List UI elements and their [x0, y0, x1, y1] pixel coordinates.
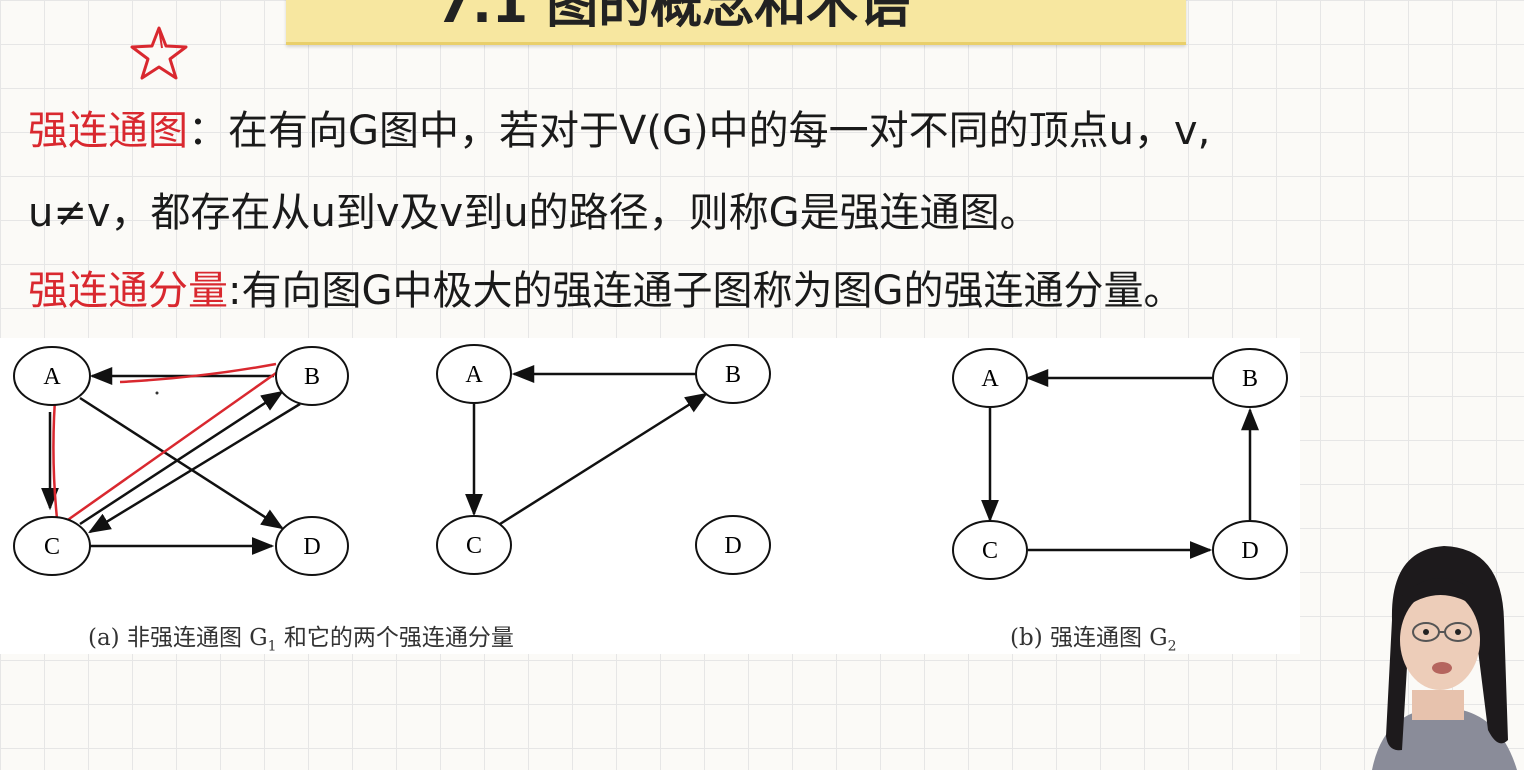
definition-component-text: 有向图G中极大的强连通子图称为图G的强连通分量。 — [241, 268, 1184, 314]
svg-text:A: A — [43, 364, 61, 390]
svg-text:D: D — [1241, 538, 1258, 564]
svg-text:C: C — [982, 538, 998, 564]
caption-graph-b: (b) 强连通图 G2 — [1010, 625, 1177, 655]
node-comp-D: D — [695, 515, 771, 575]
annotation-red-top — [119, 362, 277, 384]
definition-strongly-connected-component: 强连通分量:有向图G中极大的强连通子图称为图G的强连通分量。 — [28, 258, 1183, 316]
svg-text:A: A — [465, 362, 483, 388]
caption-graph-a: (a) 非强连通图 G1 和它的两个强连通分量 — [88, 625, 514, 655]
definition-strongly-connected-line2: u≠v，都存在从u到v及v到u的路径，则称G是强连通图。 — [28, 180, 1040, 238]
svg-text:C: C — [466, 533, 482, 559]
node-comp-A: A — [436, 344, 512, 404]
svg-text:D: D — [303, 534, 320, 560]
page-title: 7.1 图的概念和术语 — [436, 0, 911, 35]
graph-diagrams: A B C D A B C D — [13, 344, 1288, 580]
title-banner: 7.1 图的概念和术语 — [286, 0, 1186, 45]
svg-text:B: B — [304, 364, 320, 390]
definition-strongly-connected-line1: 强连通图：在有向G图中，若对于V(G)中的每一对不同的顶点u，v, — [28, 98, 1210, 156]
term-separator: ： — [188, 108, 228, 154]
star-icon — [130, 26, 188, 80]
graph-figure: A B C D A B C D — [0, 338, 1300, 655]
svg-text:C: C — [44, 534, 60, 560]
svg-text:D: D — [724, 533, 741, 559]
graph-a: A B C D — [13, 346, 349, 576]
term-strongly-connected-graph: 强连通图 — [28, 108, 188, 154]
annotation-red-left — [52, 385, 60, 529]
graph-b: A B C D — [952, 348, 1288, 580]
edge-a-C-B — [79, 390, 284, 526]
term-separator: : — [228, 268, 242, 314]
node-comp-C: C — [436, 515, 512, 575]
node-b-B: B — [1212, 348, 1288, 408]
graph-a-components: A B C D — [436, 344, 771, 575]
term-strongly-connected-component: 强连通分量 — [28, 268, 228, 314]
node-a-D: D — [275, 516, 349, 576]
presenter-avatar — [1372, 546, 1517, 770]
edge-a-A-D — [79, 396, 284, 530]
svg-text:B: B — [1242, 366, 1258, 392]
annotation-dot — [155, 391, 159, 395]
svg-text:B: B — [725, 362, 741, 388]
annotation-red-diagonal — [61, 364, 287, 526]
definition-text-line1: 在有向G图中，若对于V(G)中的每一对不同的顶点u，v, — [228, 108, 1211, 154]
node-b-C: C — [952, 520, 1028, 580]
node-b-D: D — [1212, 520, 1288, 580]
node-comp-B: B — [695, 344, 771, 404]
node-a-C: C — [13, 516, 91, 576]
definition-text-line2: u≠v，都存在从u到v及v到u的路径，则称G是强连通图。 — [28, 190, 1040, 236]
node-a-B: B — [275, 346, 349, 406]
edge-comp-C-B — [499, 392, 708, 526]
svg-text:A: A — [981, 366, 999, 392]
node-b-A: A — [952, 348, 1028, 408]
node-a-A: A — [13, 346, 91, 406]
edge-a-B-C — [88, 402, 301, 534]
